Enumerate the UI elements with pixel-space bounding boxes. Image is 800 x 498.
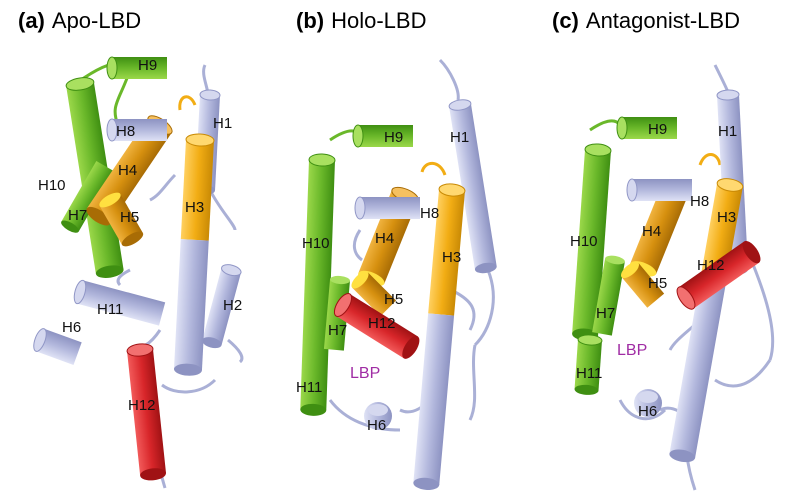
panel-c-label-h6: H6 — [638, 403, 657, 420]
panel-a-helix-h6 — [33, 328, 82, 365]
panel-b-label-h11: H11 — [296, 379, 322, 396]
panel-b-label-lbp: LBP — [350, 365, 380, 382]
panel-a-label-h1: H1 — [213, 115, 232, 132]
panel-a-label-h10: H10 — [38, 177, 66, 194]
panel-a-label-h3: H3 — [185, 199, 204, 216]
panel-a-helix-h9 — [106, 56, 167, 80]
panel-c-label-h9: H9 — [648, 121, 667, 138]
panel-a-label-h7: H7 — [68, 207, 87, 224]
panel-c-helix-h5 — [620, 261, 665, 308]
panel-c-label-h5: H5 — [648, 275, 667, 292]
panel-c-helix-h7 — [592, 255, 625, 336]
panel-b-label-h7: H7 — [328, 322, 347, 339]
panel-b-title: (b) Holo-LBD — [296, 8, 426, 33]
panel-b: (b) Holo-LBD — [296, 8, 497, 490]
panel-a-helix-h8 — [106, 118, 167, 142]
panel-c-helix-h6 — [634, 389, 662, 417]
panel-a-label-h9: H9 — [138, 57, 157, 74]
panel-c-letter: (c) — [552, 8, 579, 33]
panel-b-name: Holo-LBD — [331, 8, 426, 33]
panel-c-label-h3: H3 — [717, 209, 736, 226]
panel-b-helix-h5 — [351, 271, 397, 317]
panel-b-helix-h12 — [333, 293, 420, 359]
panel-c-helix-h9 — [616, 116, 677, 140]
panel-c-helix-h8 — [626, 178, 692, 202]
panel-a-label-h8: H8 — [116, 123, 135, 140]
panel-a-label-h5: H5 — [120, 209, 139, 226]
panel-b-label-h5: H5 — [384, 291, 403, 308]
panel-c-helix-h3 — [669, 178, 744, 463]
panel-a-helix-h2 — [202, 264, 242, 349]
panel-c: (c) Antagonist-LBD — [552, 8, 775, 491]
panel-c-label-h7: H7 — [596, 305, 615, 322]
panel-a-helix-h12 — [126, 343, 167, 481]
panel-c-label-h4: H4 — [642, 223, 661, 240]
panel-c-label-h11: H11 — [576, 365, 602, 382]
panel-a-h4-loop — [178, 95, 197, 111]
panel-b-label-h3: H3 — [442, 249, 461, 266]
panel-b-label-h1: H1 — [450, 129, 469, 146]
panel-a-title: (a) Apo-LBD — [18, 8, 141, 33]
panel-c-h4-loop — [698, 153, 722, 166]
panel-a-label-h4: H4 — [118, 162, 137, 179]
panel-a-helix-h5 — [99, 192, 144, 247]
panel-b-label-h6: H6 — [367, 417, 386, 434]
panel-a-helix-h11 — [73, 279, 166, 326]
panel-c-label-h10: H10 — [570, 233, 598, 250]
panel-b-helix-h1 — [448, 99, 497, 274]
panel-b-h4-loop — [420, 161, 447, 176]
panel-c-title: (c) Antagonist-LBD — [552, 8, 740, 33]
panel-c-green-loop — [589, 119, 622, 132]
panel-a-label-h6: H6 — [62, 319, 81, 336]
panel-c-label-h8: H8 — [690, 193, 709, 210]
panel-c-label-h12: H12 — [697, 257, 725, 274]
panel-b-label-h9: H9 — [384, 129, 403, 146]
panel-b-helix-h6 — [364, 402, 392, 430]
panel-c-label-h1: H1 — [718, 123, 737, 140]
panel-a-helix-h3 — [173, 133, 215, 376]
panel-a: (a) Apo-LBD — [18, 8, 244, 489]
panel-a-name: Apo-LBD — [52, 8, 141, 33]
panel-b-helix-h3 — [413, 183, 466, 490]
panel-b-label-h8: H8 — [420, 205, 439, 222]
panel-c-label-lbp: LBP — [617, 342, 647, 359]
panel-b-helix-h8 — [354, 196, 420, 220]
panel-b-label-h4: H4 — [375, 230, 394, 247]
panel-b-label-h10: H10 — [302, 235, 330, 252]
panel-c-name: Antagonist-LBD — [586, 8, 740, 33]
panel-b-label-h12: H12 — [368, 315, 396, 332]
panel-a-letter: (a) — [18, 8, 45, 33]
panel-a-label-h12: H12 — [128, 397, 156, 414]
panel-a-label-h11: H11 — [97, 301, 123, 318]
panel-b-letter: (b) — [296, 8, 324, 33]
panel-a-label-h2: H2 — [223, 297, 242, 314]
panel-c-helix-h12 — [676, 240, 761, 310]
panel-a-helix-h7 — [61, 161, 114, 233]
panel-b-helix-h9 — [352, 124, 413, 148]
panel-c-helix-h11 — [574, 334, 603, 395]
